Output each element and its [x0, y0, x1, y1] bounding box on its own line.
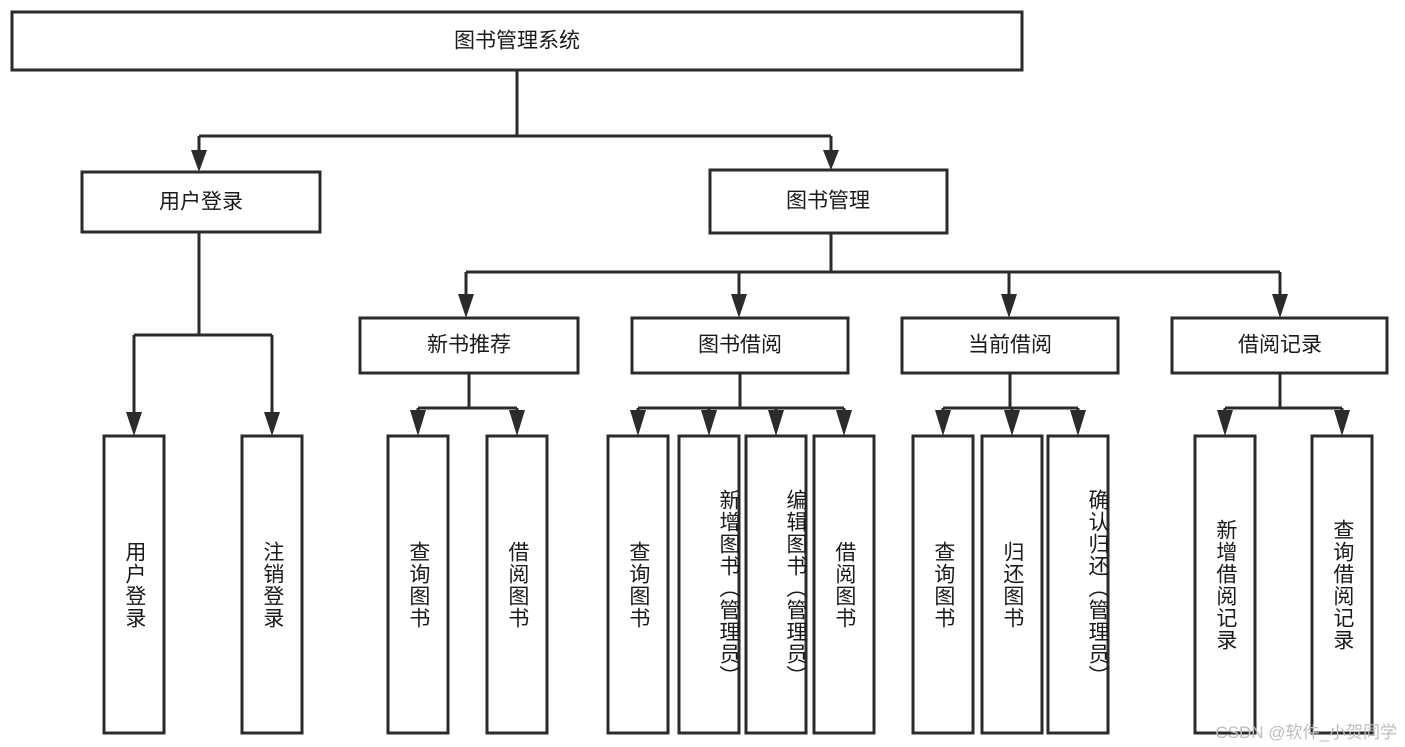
node-leaf-query-book-current[interactable] — [911, 434, 975, 735]
node-new-book-recommend[interactable] — [358, 316, 580, 375]
arrowhead-new-book-recommend — [458, 294, 474, 318]
node-leaf-query-borrow-record[interactable] — [1310, 434, 1374, 735]
node-leaf-confirm-return[interactable] — [1046, 434, 1110, 735]
node-root[interactable] — [10, 10, 1024, 72]
node-borrow-record-label: 借阅记录 — [1238, 334, 1322, 357]
connector-layer — [126, 70, 1350, 436]
node-leaf-add-borrow-record[interactable] — [1193, 434, 1257, 735]
arrowhead-leaf-query-book-recommend — [410, 410, 426, 436]
arrowhead-leaf-add-book — [701, 410, 717, 436]
arrowhead-leaf-query-book-current — [935, 410, 951, 436]
node-current-borrow-label: 当前借阅 — [968, 334, 1052, 357]
arrowhead-leaf-return-book — [1004, 410, 1020, 436]
node-borrow-record[interactable] — [1170, 316, 1389, 375]
arrowhead-leaf-user-login — [126, 412, 142, 436]
arrowhead-borrow-record — [1272, 294, 1288, 318]
arrowhead-leaf-query-borrow-record — [1334, 410, 1350, 436]
arrowhead-leaf-borrow-book — [836, 410, 852, 436]
node-book-management[interactable] — [708, 168, 949, 235]
node-leaf-add-book[interactable] — [677, 434, 741, 735]
arrowhead-current-borrow — [1001, 294, 1017, 318]
node-layer: 图书管理系统 用户登录 图书管理 新书推荐 图书借阅 当前借阅 借阅记录 — [10, 10, 1389, 735]
arrowhead-user-login — [191, 150, 207, 172]
node-new-book-recommend-label: 新书推荐 — [427, 334, 511, 357]
node-book-management-label: 图书管理 — [786, 190, 870, 213]
arrowhead-leaf-confirm-return — [1070, 410, 1086, 436]
arrowhead-book-management — [823, 150, 839, 170]
node-current-borrow[interactable] — [900, 316, 1120, 375]
arrowhead-book-borrow — [731, 294, 747, 318]
node-leaf-query-book-recommend[interactable] — [386, 434, 450, 735]
node-leaf-borrow-book-recommend[interactable] — [485, 434, 549, 735]
node-book-borrow[interactable] — [630, 316, 850, 375]
node-book-borrow-label: 图书借阅 — [698, 334, 782, 357]
node-leaf-user-login[interactable] — [102, 434, 166, 735]
arrowhead-leaf-user-logout — [264, 412, 280, 436]
node-leaf-return-book[interactable] — [980, 434, 1044, 735]
arrowhead-leaf-borrow-book-recommend — [509, 410, 525, 436]
node-leaf-query-book-borrow[interactable] — [606, 434, 670, 735]
arrowhead-leaf-edit-book — [768, 410, 784, 436]
node-root-label: 图书管理系统 — [454, 30, 580, 53]
node-leaf-borrow-book[interactable] — [812, 434, 876, 735]
csdn-watermark: CSDN @软件_小贺同学 — [1215, 723, 1397, 742]
node-leaf-edit-book[interactable] — [744, 434, 808, 735]
node-user-login[interactable] — [80, 170, 322, 234]
node-user-login-label: 用户登录 — [159, 191, 243, 214]
arrowhead-leaf-query-book-borrow — [630, 410, 646, 436]
arrowhead-leaf-add-borrow-record — [1217, 410, 1233, 436]
node-leaf-user-logout[interactable] — [240, 434, 304, 735]
